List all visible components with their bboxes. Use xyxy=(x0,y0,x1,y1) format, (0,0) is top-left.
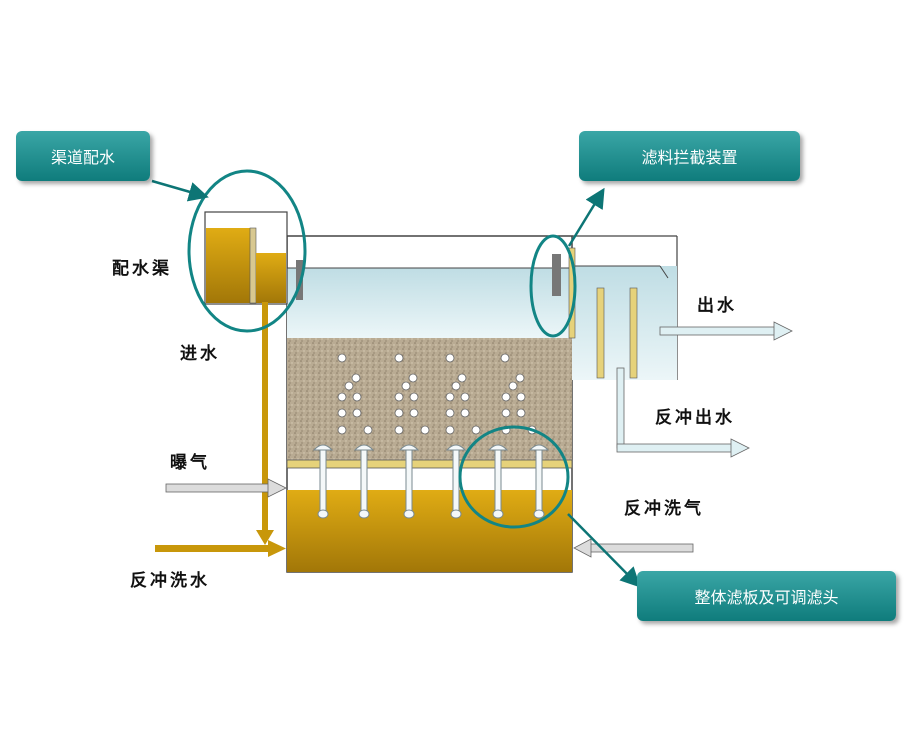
filter-nozzles xyxy=(312,444,550,519)
label-backwash-water: 反冲洗水 xyxy=(130,571,210,591)
filter-plate xyxy=(286,459,573,469)
aeration-arrow xyxy=(165,478,287,498)
air-bubbles xyxy=(337,353,537,435)
filter-media-layer xyxy=(287,338,572,460)
filter-tank xyxy=(286,235,573,573)
distribution-channel xyxy=(204,211,303,305)
label-aeration: 曝气 xyxy=(170,453,210,473)
outlet-arrow xyxy=(659,321,793,341)
inlet-pipe xyxy=(256,302,274,545)
label-backwash-outlet: 反冲出水 xyxy=(655,408,735,428)
label-outlet: 出水 xyxy=(697,296,737,316)
water-layer xyxy=(287,268,572,338)
backwash-outlet-arrow xyxy=(616,367,750,458)
highlight-ellipses xyxy=(187,169,577,529)
callout-arrows xyxy=(151,179,641,588)
plenum-chamber xyxy=(287,490,572,572)
callout-filter-plate-nozzles: 整体滤板及可调滤头 xyxy=(637,571,896,621)
label-inlet: 进水 xyxy=(180,344,220,364)
backwash-air-arrow xyxy=(573,538,694,558)
outlet-chamber xyxy=(552,235,678,380)
callout-channel-distribution: 渠道配水 xyxy=(16,131,150,181)
backwash-water-arrow xyxy=(155,540,286,557)
callout-media-retention: 滤料拦截装置 xyxy=(579,131,800,181)
label-distribution-channel: 配水渠 xyxy=(112,259,172,279)
label-backwash-air: 反冲洗气 xyxy=(624,499,704,519)
